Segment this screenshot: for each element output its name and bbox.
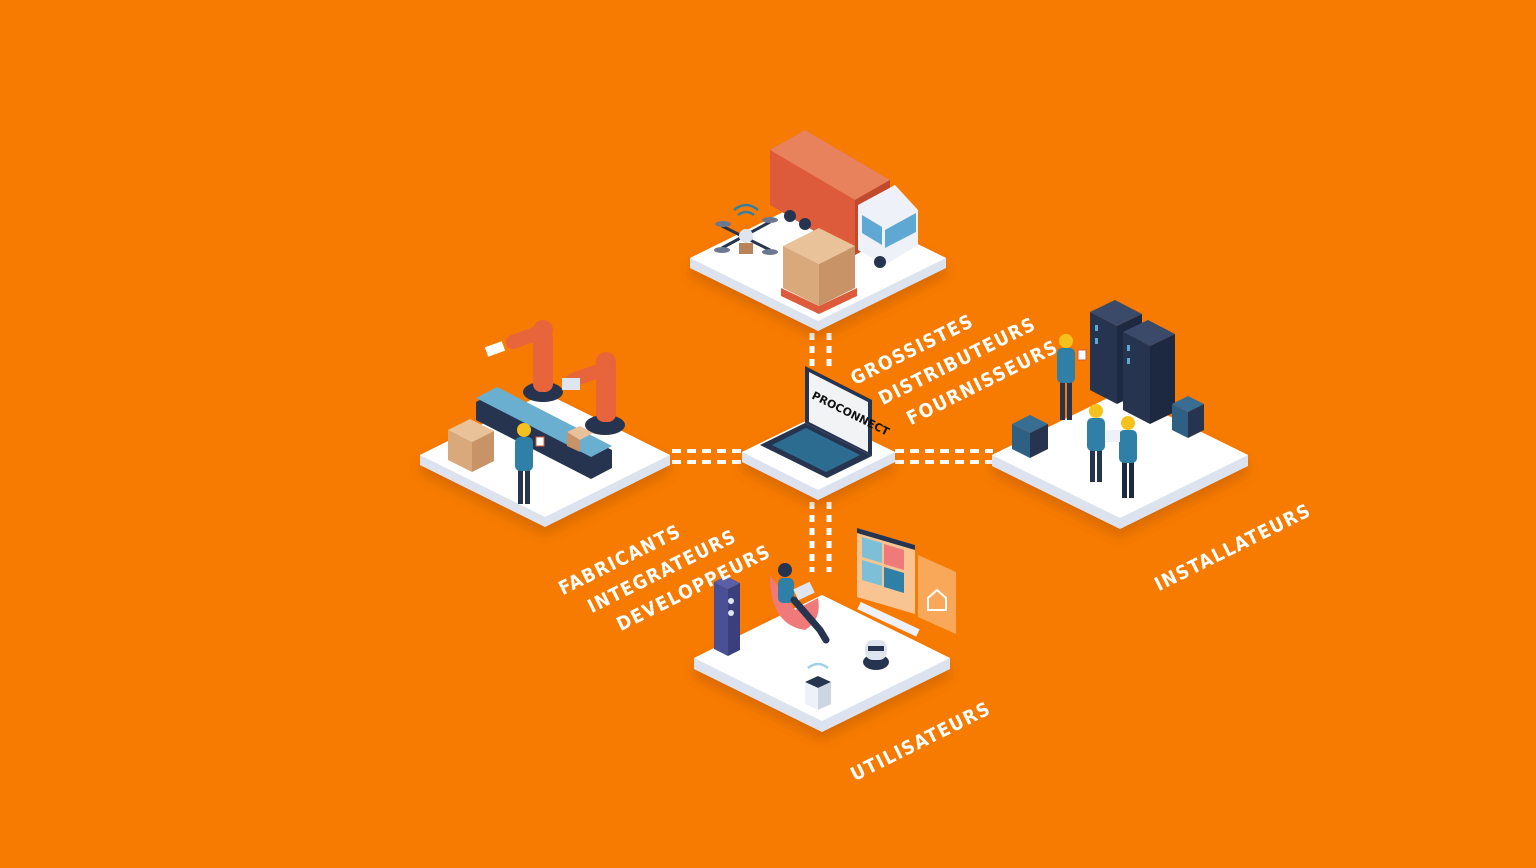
platform-installers [992, 300, 1248, 529]
drone-icon [714, 203, 778, 255]
smart-hub-icon [805, 662, 831, 710]
server-rack-icon [1012, 300, 1204, 458]
worker-icon [515, 423, 545, 504]
pallet-boxes-icon [781, 228, 857, 314]
truck-icon [770, 130, 918, 268]
hub-proconnect[interactable]: PROCONNECT [742, 366, 895, 500]
laptop-icon [760, 366, 872, 478]
soundbar-icon [857, 601, 920, 637]
person-laptop-icon [770, 563, 830, 644]
smart-home-panel-icon [857, 528, 956, 634]
connector-bottom [809, 502, 832, 572]
speaker-icon [714, 576, 740, 656]
technician-icon [1057, 334, 1137, 498]
connector-left [672, 449, 742, 464]
home-robot-icon [863, 640, 889, 670]
platform-users [694, 528, 956, 732]
connector-right [895, 449, 993, 464]
robot-arm-icon [484, 320, 625, 435]
platform-manufacturing [420, 320, 670, 527]
platform-distribution [690, 130, 946, 331]
connector-top [809, 333, 832, 372]
box-stack-icon [448, 419, 593, 472]
